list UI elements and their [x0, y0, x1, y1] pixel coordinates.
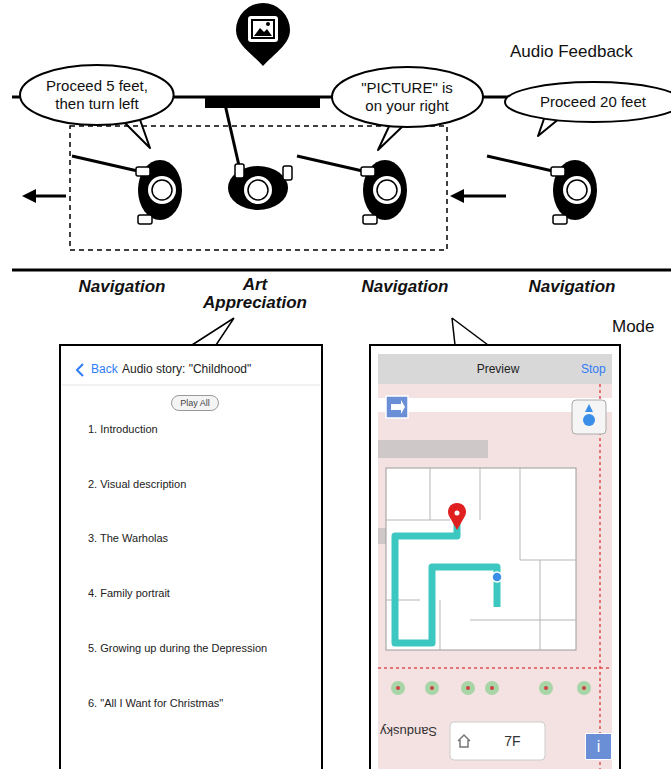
bubble-text: "PICTURE" is on your right [352, 79, 462, 115]
screen-text: 1. Introduction [88, 423, 158, 435]
button-text: i [597, 738, 601, 756]
screenshot-panel: Back Audio story: "Childhood" 1. Introduct… [60, 345, 322, 769]
button-text: Play All [180, 398, 210, 408]
screen-text: 6. "All I Want for Christmas" [88, 697, 223, 709]
screen-text: Audio story: "Childhood" [122, 362, 251, 376]
screenshot-panel: Preview Stop 7F i [370, 345, 620, 769]
info-button: i [585, 733, 612, 760]
screen-text: 4. Family portrait [88, 587, 170, 599]
play-button: Play All [171, 395, 219, 411]
mode-label: Navigation [362, 278, 449, 296]
speech-bubble: Proceed 20 feet [504, 81, 671, 123]
screen-text: 2. Visual description [88, 478, 186, 490]
mode-label: Navigation [529, 278, 616, 296]
mode-label: Art Appreciation [200, 276, 310, 312]
floor-box: 7F [450, 722, 545, 760]
axis-label: Mode [612, 318, 655, 336]
screen-text: Stop [581, 362, 606, 376]
screen-text: Preview [477, 362, 520, 376]
screen-text: 5. Growing up during the Depression [88, 642, 267, 654]
screen-text: 3. The Warholas [88, 532, 168, 544]
axis-label: Audio Feedback [510, 43, 633, 61]
bubble-text: Proceed 20 feet [528, 93, 658, 111]
bubble-text: Proceed 5 feet, then turn left [41, 77, 153, 113]
speech-bubble: Proceed 5 feet, then turn left [19, 64, 175, 126]
speech-bubble: "PICTURE" is on your right [331, 66, 484, 128]
mode-label: Navigation [79, 278, 166, 296]
screen-text: Back [91, 362, 118, 376]
street-name: Sandusky [380, 722, 437, 740]
button-text: 7F [504, 733, 520, 749]
